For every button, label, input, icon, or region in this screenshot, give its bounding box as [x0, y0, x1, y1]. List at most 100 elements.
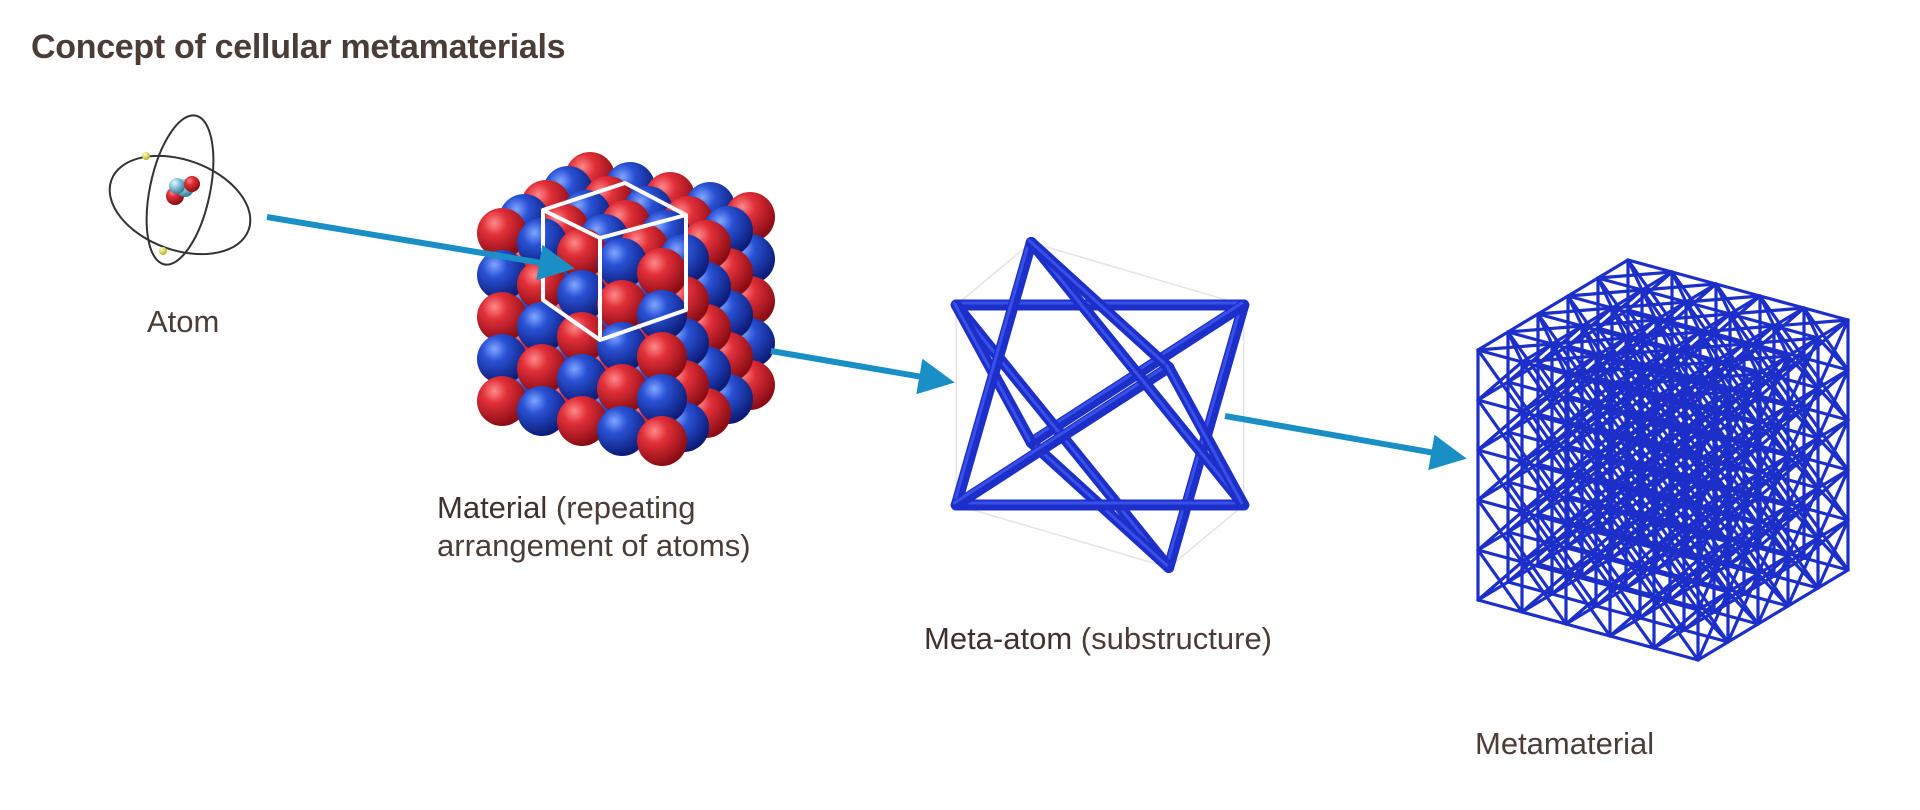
lattice-strut	[1682, 540, 1730, 582]
lattice-strut	[1802, 306, 1820, 340]
atom-sphere	[597, 280, 647, 330]
lattice-strut	[1682, 490, 1730, 532]
lattice-strut	[1802, 406, 1850, 422]
lattice-strut	[1696, 440, 1730, 512]
lattice-strut	[1802, 356, 1850, 372]
lattice-strut	[1564, 604, 1598, 626]
lattice-strut	[1564, 422, 1612, 438]
lattice-strut	[1608, 434, 1656, 450]
lattice-strut	[1520, 522, 1568, 564]
lattice-strut	[1476, 510, 1524, 552]
lattice-strut	[1520, 460, 1568, 476]
lattice-strut	[1726, 372, 1760, 444]
arrow-material-to-meta-atom	[770, 348, 955, 395]
lattice-strut	[1772, 374, 1820, 390]
lattice-strut	[1756, 554, 1790, 576]
lattice-strut	[1520, 342, 1554, 364]
lattice-strut	[1682, 360, 1716, 382]
lattice-strut	[1816, 468, 1850, 490]
lattice-strut	[1712, 342, 1746, 364]
lattice-strut	[1550, 342, 1598, 358]
lattice-strut	[1726, 522, 1760, 544]
lattice-strut	[1786, 486, 1820, 558]
lattice-strut	[1608, 634, 1656, 650]
lattice-strut	[1506, 330, 1524, 364]
lattice-strut	[1564, 534, 1612, 576]
lattice-strut	[1520, 542, 1554, 564]
lattice-strut	[1476, 598, 1524, 614]
metamaterial-label: Metamaterial	[1475, 726, 1655, 761]
lattice-strut	[1756, 354, 1790, 426]
lattice-strut	[1696, 490, 1730, 512]
lattice-strut	[1682, 528, 1730, 544]
metamaterial-lattice	[1476, 258, 1850, 662]
lattice-strut	[1596, 258, 1630, 280]
lattice-strut	[1714, 282, 1732, 316]
lattice-strut	[1608, 496, 1656, 538]
lattice-strut	[1816, 418, 1850, 490]
atom-sphere	[557, 312, 607, 362]
orbit-ring	[108, 154, 252, 256]
lattice-strut	[1786, 336, 1820, 408]
lattice-strut	[1506, 312, 1540, 334]
lattice-strut	[1742, 342, 1790, 358]
lattice-strut	[1624, 336, 1642, 370]
lattice-strut	[1816, 518, 1850, 540]
lattice-strut	[1624, 336, 1672, 352]
lattice-strut	[1696, 390, 1730, 412]
lattice-strut	[1682, 590, 1730, 632]
lattice-strut	[1726, 572, 1760, 594]
lattice-strut	[1668, 348, 1716, 364]
lattice-strut	[1772, 524, 1820, 540]
lattice-strut	[1564, 584, 1612, 626]
lattice-strut	[1772, 574, 1820, 590]
lattice-strut	[1652, 408, 1700, 450]
lattice-strut	[1476, 330, 1510, 352]
lattice-strut	[1712, 360, 1730, 394]
lattice-strut	[1670, 270, 1688, 304]
lattice-strut	[1520, 560, 1568, 576]
lattice-strut	[1802, 456, 1850, 472]
atom-sphere	[517, 344, 567, 394]
lattice-strut	[1608, 546, 1656, 588]
lattice-strut	[1696, 440, 1730, 462]
lattice-strut	[1816, 318, 1850, 340]
lattice-strut	[1608, 396, 1656, 438]
lattice-strut	[1476, 360, 1524, 402]
lattice-strut	[1802, 506, 1850, 522]
lattice-strut	[1742, 442, 1790, 458]
lattice-strut	[1772, 324, 1820, 340]
lattice-strut	[1772, 474, 1820, 490]
lattice-strut	[1640, 270, 1674, 292]
lattice-strut	[1652, 378, 1686, 400]
lattice-strut	[1652, 396, 1700, 412]
lattice-strut	[1608, 596, 1656, 638]
lattice-strut	[1652, 478, 1686, 500]
lattice-strut	[1742, 592, 1790, 608]
lattice-strut	[1536, 312, 1554, 346]
lattice-strut	[1712, 560, 1760, 576]
lattice-strut	[1682, 378, 1700, 412]
atom-sphere	[597, 238, 647, 288]
electron	[142, 152, 150, 160]
atom-sphere	[597, 364, 647, 414]
electron	[159, 247, 167, 255]
atom-sphere	[477, 376, 527, 426]
lattice-strut	[1608, 584, 1656, 600]
lattice-strut	[1726, 472, 1760, 544]
lattice-strut	[1816, 368, 1850, 390]
lattice-strut	[1580, 324, 1628, 340]
atom-sphere	[477, 250, 527, 300]
lattice-strut	[1772, 306, 1806, 328]
material-label-line2: arrangement of atoms)	[437, 528, 751, 563]
lattice-strut	[1520, 592, 1554, 614]
atom-sphere	[557, 270, 607, 320]
lattice-strut	[1816, 568, 1850, 590]
lattice-strut	[1816, 468, 1850, 540]
lattice-strut	[1712, 460, 1760, 476]
lattice-strut	[1476, 410, 1524, 452]
lattice-strut	[1786, 436, 1820, 458]
meta-atom-structure	[950, 237, 1250, 573]
nucleus-neutron	[169, 178, 185, 194]
